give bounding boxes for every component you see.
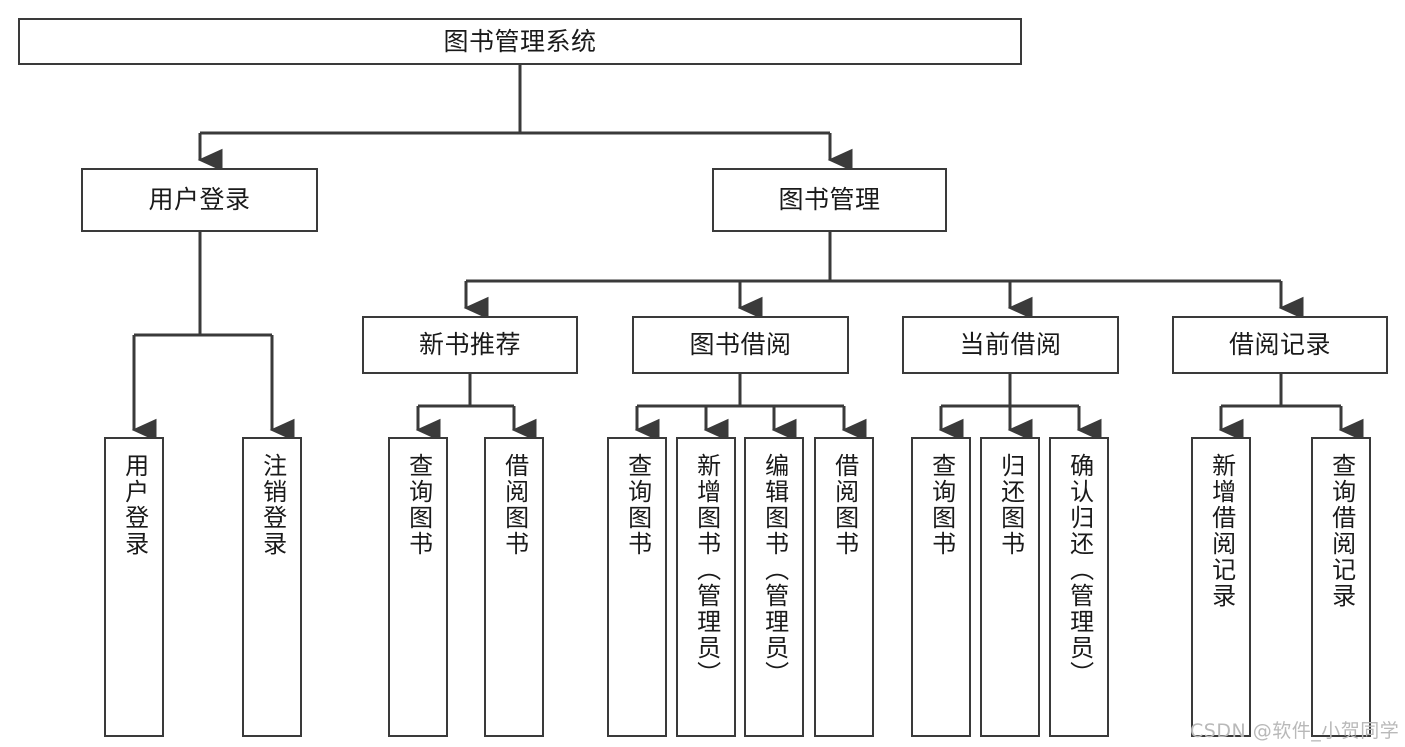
node-label: 当前借阅 xyxy=(959,330,1062,359)
leaf-current-query-book[interactable]: 查询图书 xyxy=(911,437,971,737)
node-label: 查询图书 xyxy=(404,453,433,557)
node-label: 新书推荐 xyxy=(418,330,521,359)
leaf-new-book-borrow[interactable]: 借阅图书 xyxy=(484,437,544,737)
node-label: 查询借阅记录 xyxy=(1327,453,1356,609)
leaf-record-query[interactable]: 查询借阅记录 xyxy=(1311,437,1371,737)
node-book-management[interactable]: 图书管理 xyxy=(712,168,947,232)
leaf-user-login-signin[interactable]: 用户登录 xyxy=(104,437,164,737)
node-new-book-recommend[interactable]: 新书推荐 xyxy=(362,316,578,374)
node-user-login[interactable]: 用户登录 xyxy=(81,168,318,232)
node-label: 用户登录 xyxy=(120,453,149,557)
node-label: 用户登录 xyxy=(148,185,251,214)
node-label: 图书借阅 xyxy=(689,330,792,359)
leaf-user-login-signout[interactable]: 注销登录 xyxy=(242,437,302,737)
leaf-borrow-add-book[interactable]: 新增图书（管理员） xyxy=(676,437,736,737)
node-label: 新增借阅记录 xyxy=(1207,453,1236,609)
node-label: 编辑图书（管理员） xyxy=(760,453,789,687)
node-label: 图书管理 xyxy=(778,185,881,214)
leaf-borrow-borrow-book[interactable]: 借阅图书 xyxy=(814,437,874,737)
node-book-borrow[interactable]: 图书借阅 xyxy=(632,316,849,374)
node-label: 查询图书 xyxy=(927,453,956,557)
node-borrow-record[interactable]: 借阅记录 xyxy=(1172,316,1388,374)
node-label: 查询图书 xyxy=(623,453,652,557)
node-label: 注销登录 xyxy=(258,453,287,557)
leaf-borrow-edit-book[interactable]: 编辑图书（管理员） xyxy=(744,437,804,737)
watermark-text: CSDN @软件_小贺同学 xyxy=(1190,720,1400,742)
leaf-new-book-query[interactable]: 查询图书 xyxy=(388,437,448,737)
node-current-borrow[interactable]: 当前借阅 xyxy=(902,316,1119,374)
node-label: 借阅图书 xyxy=(830,453,859,557)
node-label: 确认归还（管理员） xyxy=(1065,453,1094,687)
node-label: 归还图书 xyxy=(996,453,1025,557)
leaf-current-return-book[interactable]: 归还图书 xyxy=(980,437,1040,737)
node-label: 图书管理系统 xyxy=(443,26,597,56)
node-label: 借阅记录 xyxy=(1228,330,1331,359)
node-label: 新增图书（管理员） xyxy=(692,453,721,687)
leaf-current-confirm-return[interactable]: 确认归还（管理员） xyxy=(1049,437,1109,737)
leaf-borrow-query-book[interactable]: 查询图书 xyxy=(607,437,667,737)
node-label: 借阅图书 xyxy=(500,453,529,557)
node-root-system[interactable]: 图书管理系统 xyxy=(18,18,1022,65)
leaf-record-add[interactable]: 新增借阅记录 xyxy=(1191,437,1251,737)
